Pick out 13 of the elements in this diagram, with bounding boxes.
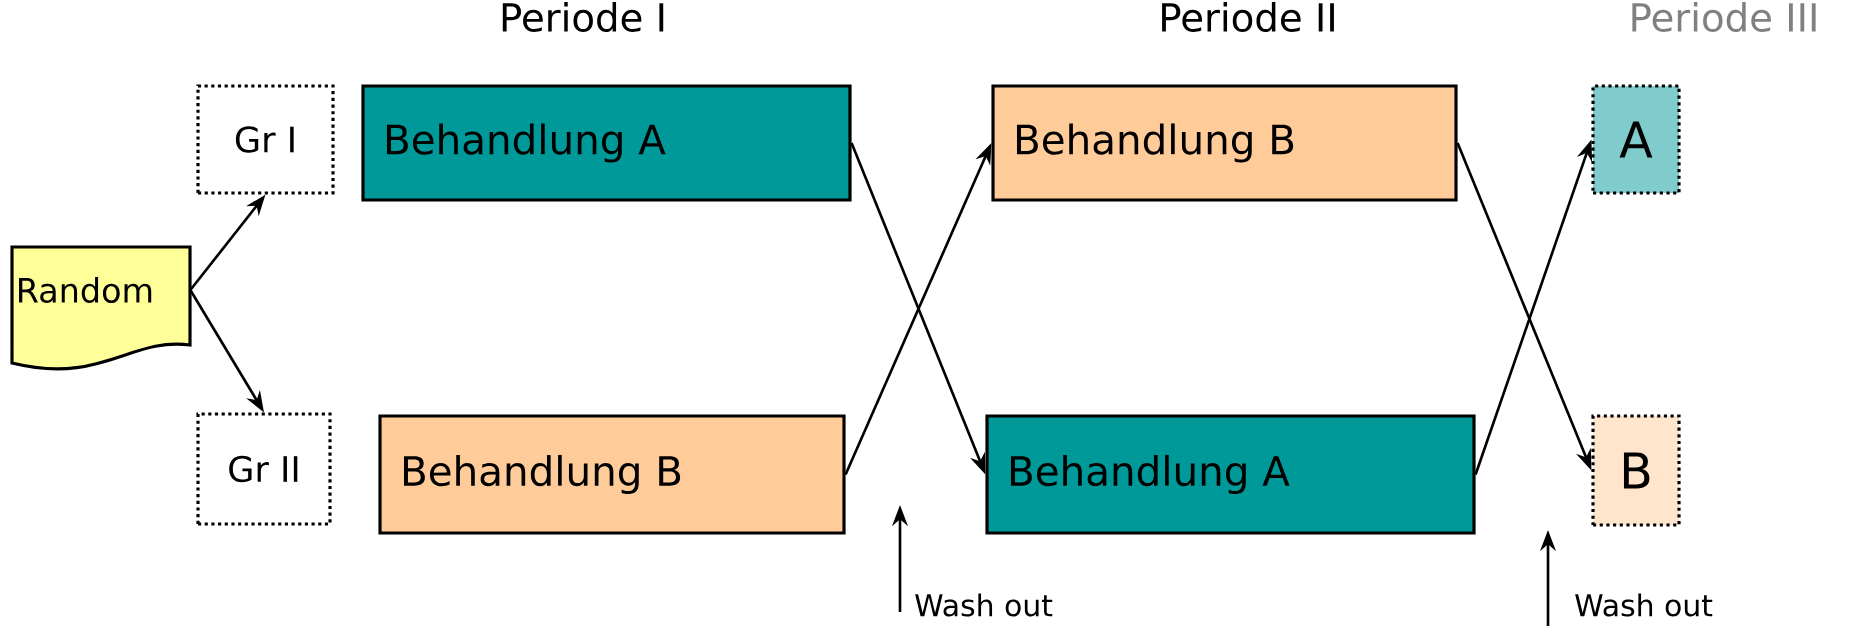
process-box: Behandlung A — [985, 414, 1476, 535]
group-box: B — [1591, 414, 1681, 527]
period-heading: Periode I — [502, 2, 664, 33]
process-box: Behandlung B — [991, 84, 1458, 202]
period-heading: Periode II — [1162, 2, 1334, 33]
phase-label: Wash out — [1575, 593, 1713, 617]
process-box: Behandlung A — [361, 84, 852, 202]
period-heading: Periode III — [1632, 2, 1816, 33]
group-box: Gr I — [196, 84, 335, 195]
process-box: Behandlung B — [378, 414, 846, 535]
group-box: A — [1591, 84, 1681, 195]
group-box: Gr II — [196, 412, 332, 526]
phase-label: Wash out — [915, 593, 1053, 617]
